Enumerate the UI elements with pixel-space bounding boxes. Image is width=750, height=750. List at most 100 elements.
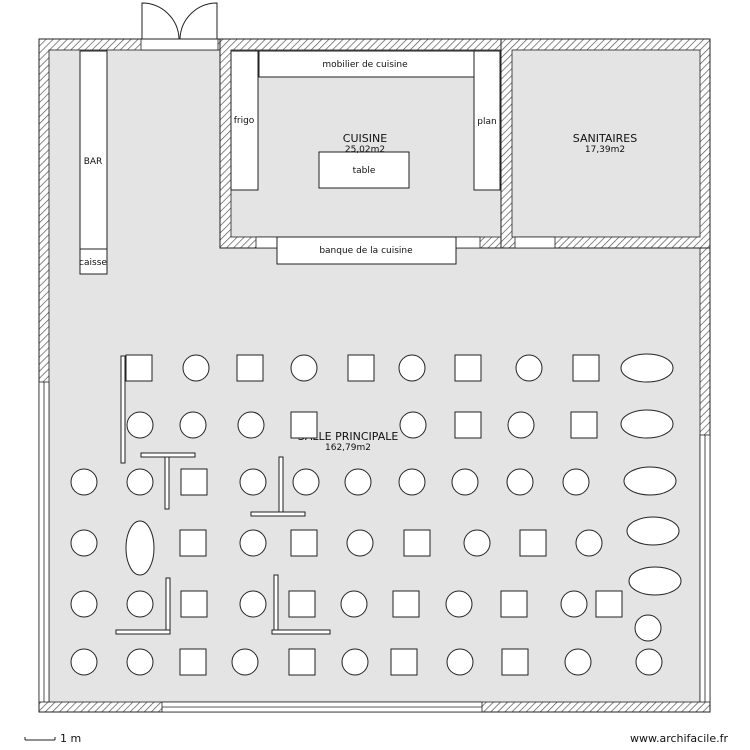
round-table xyxy=(398,354,426,382)
square-table xyxy=(392,590,420,618)
round-table xyxy=(126,648,154,676)
oval-table xyxy=(620,409,674,439)
round-table xyxy=(346,529,374,557)
round-table xyxy=(564,648,592,676)
round-table xyxy=(446,648,474,676)
bar-counter xyxy=(79,50,108,250)
round-table xyxy=(451,468,479,496)
square-table xyxy=(179,648,207,676)
round-table xyxy=(506,468,534,496)
cuisine-area: 25,02m2 xyxy=(345,145,385,155)
partitions xyxy=(115,355,331,635)
round-table xyxy=(463,529,491,557)
plan-label: plan xyxy=(477,117,496,127)
square-table xyxy=(572,354,600,382)
round-table xyxy=(507,411,535,439)
bar-label: BAR xyxy=(84,157,103,167)
oval-table xyxy=(125,520,155,576)
partition xyxy=(140,452,196,458)
round-table xyxy=(445,590,473,618)
frigo xyxy=(230,50,259,191)
partition xyxy=(273,574,279,631)
sanitaires-label: SANITAIRES xyxy=(573,132,637,145)
round-table xyxy=(290,354,318,382)
round-table xyxy=(70,529,98,557)
square-table xyxy=(180,468,208,496)
square-table xyxy=(290,529,318,557)
banque-label: banque de la cuisine xyxy=(319,246,413,256)
salle-area: 162,79m2 xyxy=(325,443,371,453)
square-table xyxy=(454,411,482,439)
cuisine-label: CUISINE xyxy=(343,132,387,145)
square-table xyxy=(179,529,207,557)
round-table xyxy=(179,411,207,439)
square-table xyxy=(347,354,375,382)
round-table xyxy=(182,354,210,382)
bar xyxy=(79,50,108,275)
round-table xyxy=(575,529,603,557)
round-table xyxy=(398,468,426,496)
round-table xyxy=(126,468,154,496)
scale-bar xyxy=(24,737,56,741)
oval-table xyxy=(628,566,682,596)
round-table xyxy=(344,468,372,496)
round-table xyxy=(399,411,427,439)
caisse xyxy=(79,248,108,275)
square-table xyxy=(290,411,318,439)
kitchen-opening-right xyxy=(455,236,481,249)
partition xyxy=(250,511,306,517)
square-table xyxy=(236,354,264,382)
partition xyxy=(278,456,284,513)
partition xyxy=(120,355,126,464)
oval-table xyxy=(626,516,680,546)
round-table xyxy=(560,590,588,618)
kitchen-opening-left xyxy=(255,236,279,249)
partition xyxy=(164,456,170,510)
square-table xyxy=(570,411,598,439)
square-table xyxy=(288,648,316,676)
square-table xyxy=(595,590,623,618)
dining-tables xyxy=(70,353,682,676)
frigo-label: frigo xyxy=(234,116,255,126)
round-table xyxy=(341,648,369,676)
plan-de-travail xyxy=(473,50,501,191)
square-table xyxy=(125,354,153,382)
square-table xyxy=(501,648,529,676)
square-table xyxy=(390,648,418,676)
round-table xyxy=(292,468,320,496)
square-table xyxy=(288,590,316,618)
partition xyxy=(271,629,331,635)
round-table xyxy=(70,590,98,618)
round-table xyxy=(634,614,662,642)
round-table xyxy=(239,468,267,496)
windows xyxy=(38,381,711,713)
salle-label: SALLE PRINCIPALE xyxy=(298,430,399,443)
round-table xyxy=(635,648,663,676)
round-table xyxy=(126,411,154,439)
square-table xyxy=(180,590,208,618)
square-table xyxy=(403,529,431,557)
round-table xyxy=(70,468,98,496)
oval-table xyxy=(620,353,674,383)
round-table xyxy=(239,590,267,618)
oval-table xyxy=(623,466,677,496)
kitchen-furniture xyxy=(230,50,501,265)
square-table xyxy=(519,529,547,557)
credit-link[interactable]: www.archifacile.fr xyxy=(629,732,728,745)
sanitaires-area: 17,39m2 xyxy=(585,145,625,155)
round-table xyxy=(562,468,590,496)
partition xyxy=(165,577,171,631)
entrance-door xyxy=(140,2,219,51)
round-table xyxy=(70,648,98,676)
square-table xyxy=(500,590,528,618)
square-table xyxy=(454,354,482,382)
scale-label: 1 m xyxy=(60,732,82,745)
round-table xyxy=(237,411,265,439)
round-table xyxy=(126,590,154,618)
sanitaires-walls xyxy=(500,38,711,249)
round-table xyxy=(231,648,259,676)
round-table xyxy=(340,590,368,618)
table-label: table xyxy=(353,166,376,176)
banque-de-la-cuisine xyxy=(276,236,457,265)
